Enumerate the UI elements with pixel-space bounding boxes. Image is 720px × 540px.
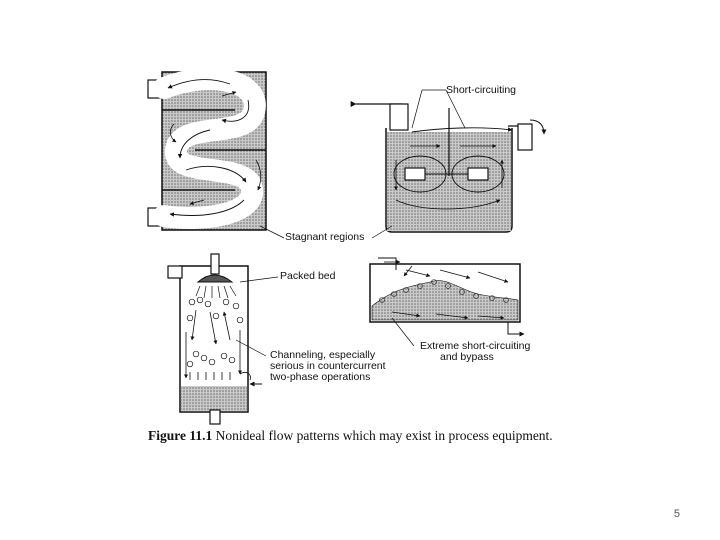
stirred-tank [356,90,544,232]
figure-label: Figure 11.1 [148,428,212,443]
short-circuiting-label: Short-circuiting [446,85,516,96]
figure-caption-text: Nonideal flow patterns which may exist i… [216,428,553,443]
channeling-line-3: two-phase operations [270,372,386,383]
extreme-short-circuiting-label: Extreme short-circuiting and bypass [420,341,530,363]
packed-bed-label: Packed bed [280,271,335,282]
packed-bed-bypass [370,258,524,346]
channeling-label: Channeling, especially serious in counte… [270,350,386,383]
stagnant-regions-label: Stagnant regions [285,232,364,243]
figure-caption: Figure 11.1 Nonideal flow patterns which… [148,428,568,444]
packed-column [168,254,278,424]
baffled-vessel [148,72,266,230]
page-number: 5 [674,508,680,520]
extreme-line-2: and bypass [420,352,530,363]
